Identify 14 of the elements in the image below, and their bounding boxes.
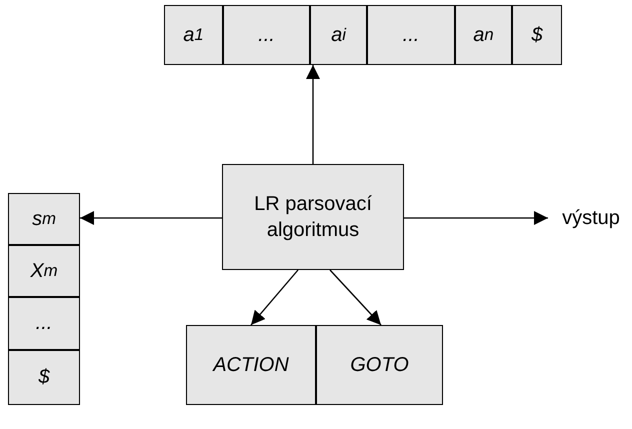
arrow xyxy=(80,211,222,225)
arrow xyxy=(404,211,548,225)
tape-cell: $ xyxy=(512,5,562,65)
output-label: výstup xyxy=(550,203,632,233)
tape-cell: ... xyxy=(367,5,455,65)
arrow xyxy=(330,270,382,326)
stack-cell: $ xyxy=(8,350,80,405)
arrow xyxy=(306,65,320,164)
stack-cell: ... xyxy=(8,297,80,350)
tape-cell: ... xyxy=(223,5,310,65)
arrow xyxy=(250,270,298,326)
table-cell: GOTO xyxy=(316,325,443,405)
process-box: LR parsovací algoritmus xyxy=(222,164,404,270)
table-cell: ACTION xyxy=(186,325,316,405)
